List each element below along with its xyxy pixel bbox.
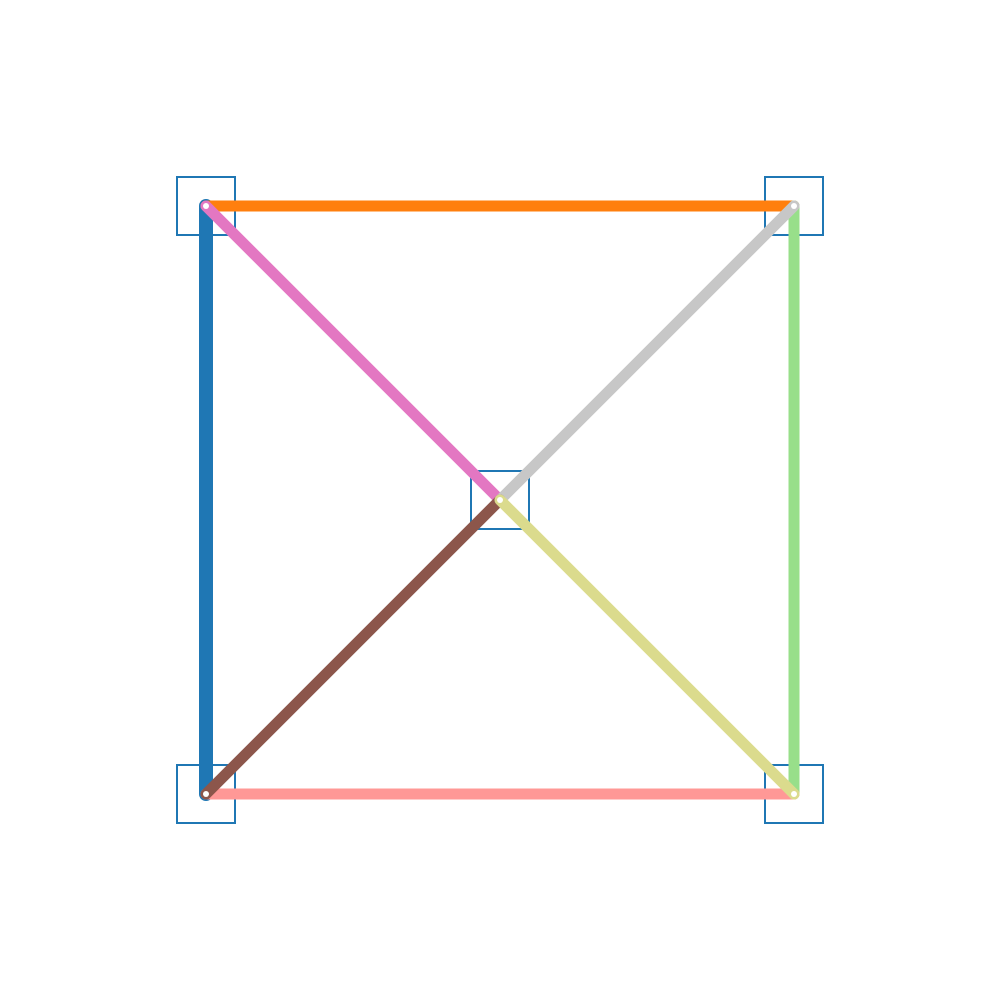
edges: [199, 199, 800, 801]
node-dot-bottom-left: [203, 791, 209, 797]
node-box-center: [470, 470, 530, 530]
node-dot-bottom-right: [791, 791, 797, 797]
edge-diag-bl-center: [200, 494, 506, 800]
edge-diag-tl-center: [200, 200, 506, 506]
node-dot-top-left: [203, 203, 209, 209]
edge-diag-center-tr: [494, 200, 800, 506]
edge-diag-center-br: [494, 494, 800, 800]
node-dot-center: [497, 497, 503, 503]
node-dot-top-right: [791, 203, 797, 209]
node-dots: [203, 203, 797, 797]
